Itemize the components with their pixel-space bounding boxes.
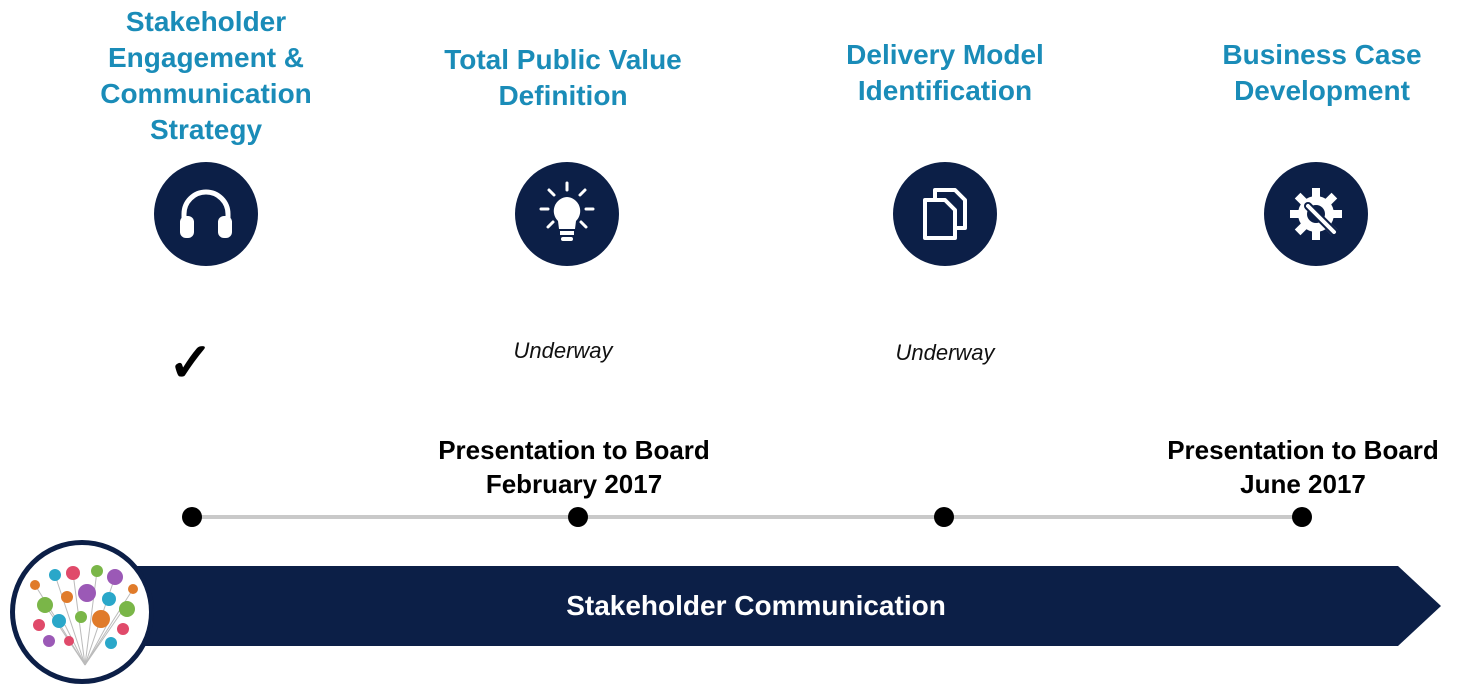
milestone-june-2017: Presentation to Board June 2017: [1167, 435, 1439, 499]
timeline-line: [190, 515, 1302, 519]
headphones-icon: [154, 162, 258, 266]
status-total-public-value: Underway: [513, 338, 613, 363]
banner-label: Stakeholder Communication: [566, 590, 946, 621]
lightbulb-icon: [515, 162, 619, 266]
stakeholder-network-icon: [10, 540, 154, 684]
stage-title-total-public-value: Total Public Value Definition: [444, 44, 682, 111]
documents-icon: [893, 162, 997, 266]
timeline-dot: [1292, 507, 1312, 527]
gear-wrench-icon: [1264, 162, 1368, 266]
stage-title-stakeholder-engagement: Stakeholder Engagement & Communication S…: [100, 6, 312, 145]
milestone-february-2017: Presentation to Board February 2017: [438, 435, 710, 499]
stage-title-business-case: Business Case Development: [1222, 39, 1422, 106]
timeline-dot: [568, 507, 588, 527]
timeline-dot: [182, 507, 202, 527]
timeline-dot: [934, 507, 954, 527]
completed-check-icon: ✓: [168, 333, 214, 393]
stakeholder-communication-arrow: [116, 566, 1441, 646]
stage-title-delivery-model: Delivery Model Identification: [846, 39, 1044, 106]
status-delivery-model: Underway: [895, 340, 995, 365]
